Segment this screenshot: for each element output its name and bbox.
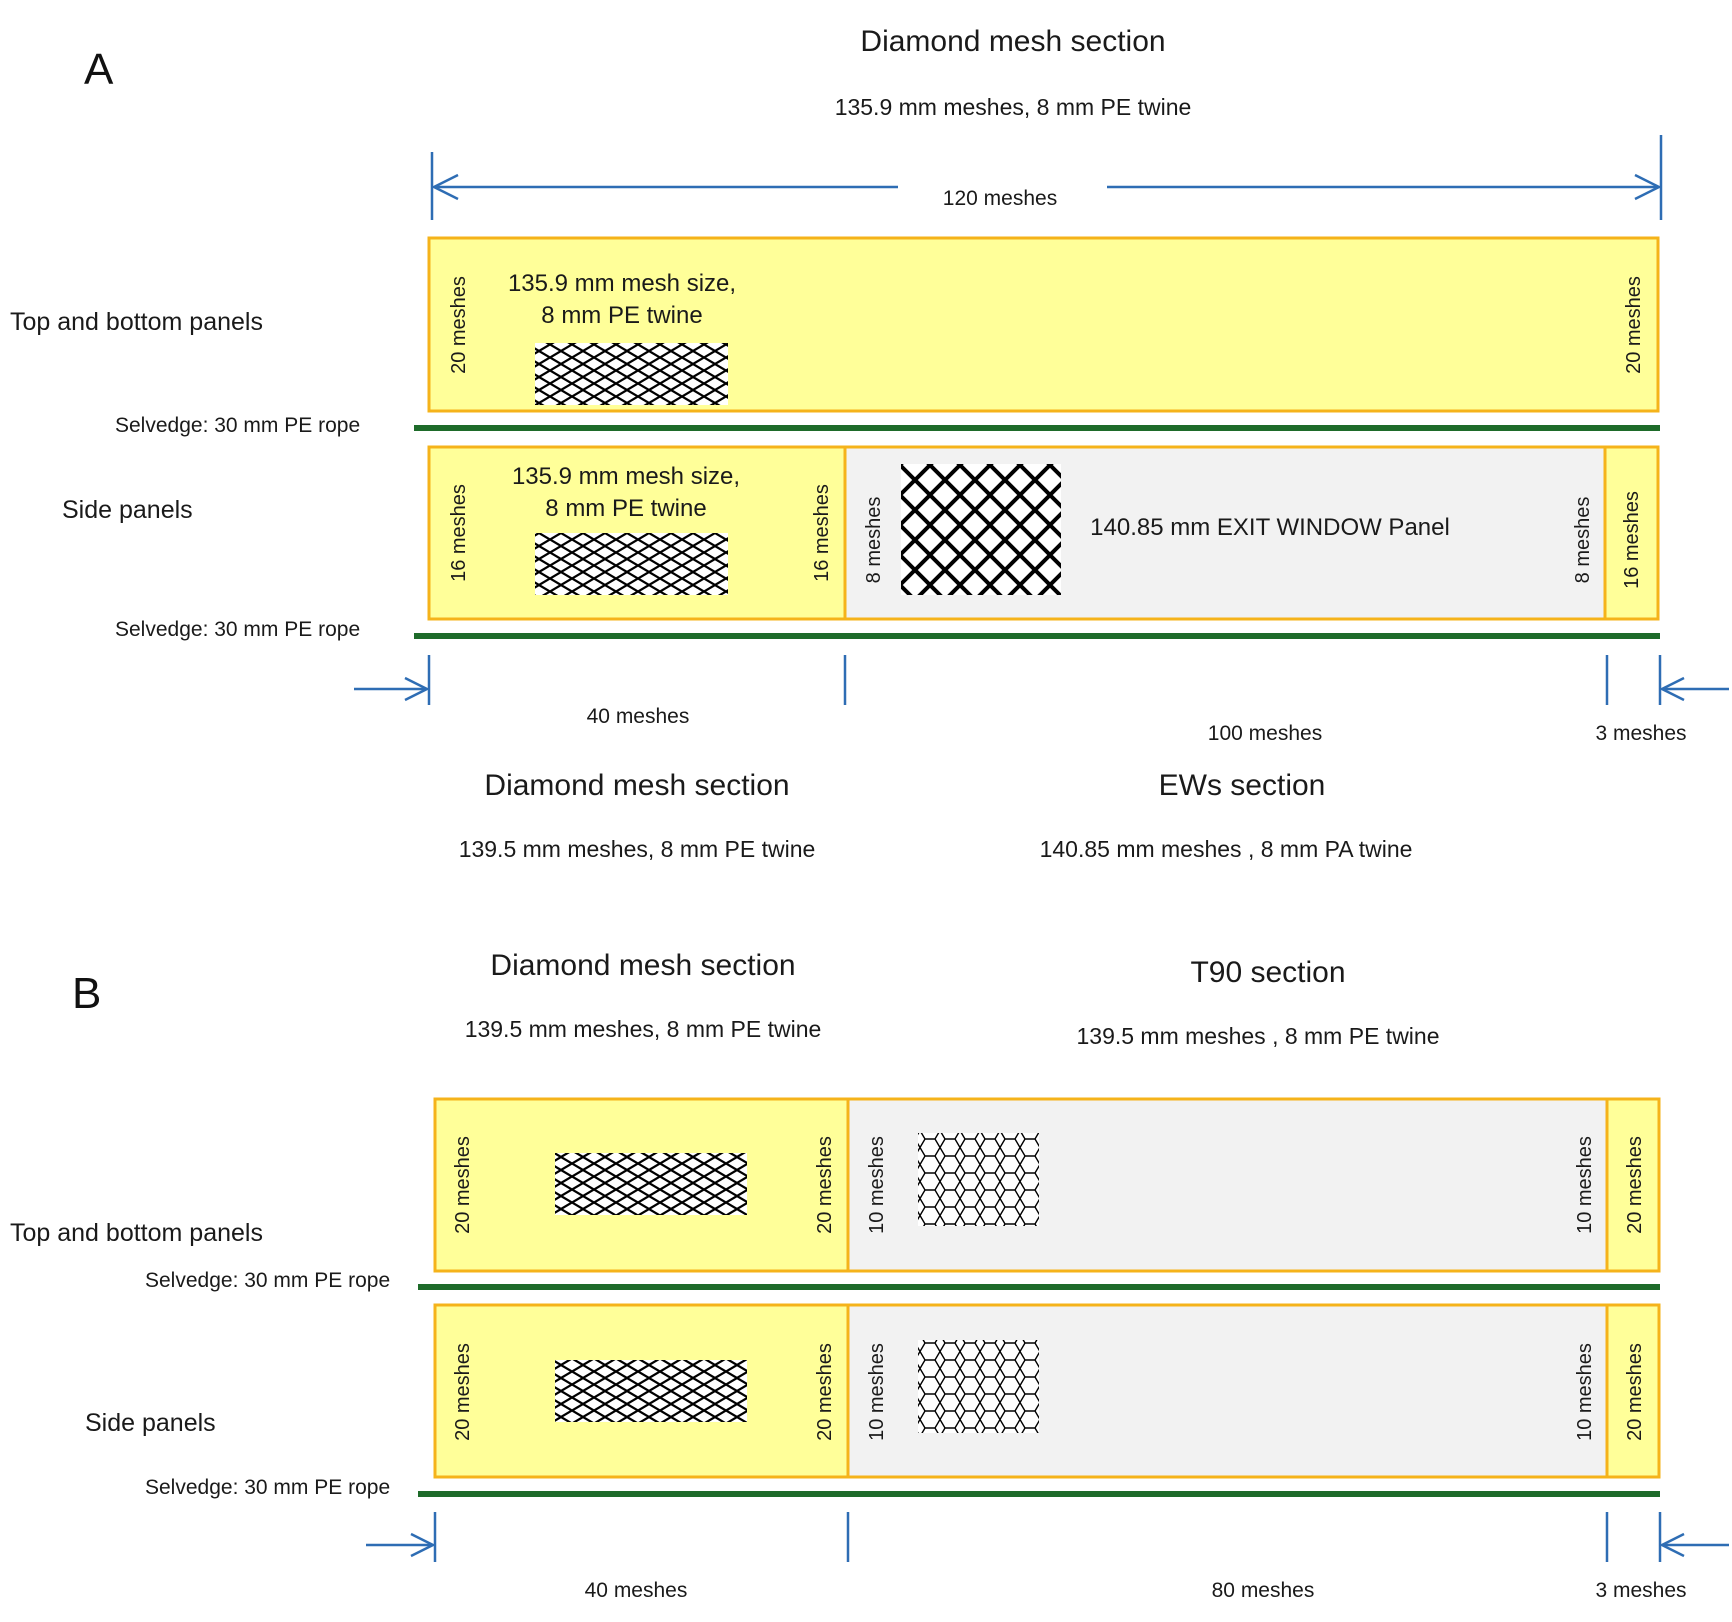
panel-a-dim-right-arrowhead (1659, 676, 1685, 702)
panel-b-side-diamond-section (433, 1303, 850, 1479)
panel-a-top-desc-line1: 135.9 mm mesh size, (508, 270, 736, 297)
panel-a-letter: A (84, 45, 114, 94)
panel-a-selvedge-1: Selvedge: 30 mm PE rope (115, 414, 360, 437)
span-right-arrowhead (1634, 173, 1662, 201)
panel-b-top-diamond-right-meshes: 20 meshes (814, 1136, 836, 1234)
panel-a-ew-right-meshes: 8 meshes (1572, 497, 1594, 584)
panel-b-dim-right-label: 3 meshes (1595, 1579, 1686, 1602)
panel-a-bottom-right-subtitle: 140.85 mm meshes , 8 mm PA twine (1040, 836, 1413, 862)
panel-a-side-far-right-meshes: 16 meshes (1621, 491, 1643, 589)
panel-b-side-end-section (1605, 1303, 1661, 1479)
panel-b-side-t90-left-meshes: 10 meshes (866, 1343, 888, 1441)
panel-b-selvedge-1: Selvedge: 30 mm PE rope (145, 1269, 390, 1292)
panel-b-side-t90-right-meshes: 10 meshes (1574, 1343, 1596, 1441)
panel-a-top-subtitle: 135.9 mm meshes, 8 mm PE twine (835, 94, 1192, 120)
panel-a-ew-left-meshes: 8 meshes (863, 497, 885, 584)
panel-b-top-far-right-meshes: 20 meshes (1624, 1136, 1646, 1234)
panel-b-dim-middle-label: 80 meshes (1212, 1579, 1315, 1602)
panel-b-letter: B (72, 969, 101, 1018)
panel-a-bottom-left-title: Diamond mesh section (484, 769, 789, 802)
panel-a-top-title: Diamond mesh section (860, 25, 1165, 58)
panel-a-dim-left-label: 40 meshes (587, 705, 690, 728)
panel-b-side-panel-label: Side panels (85, 1409, 216, 1437)
panel-a-side-panel-label: Side panels (62, 496, 193, 524)
diamond-mesh-swatch (555, 1153, 747, 1215)
panel-a-side-desc-line2: 8 mm PE twine (545, 495, 706, 522)
panel-b-top-left-meshes: 20 meshes (452, 1136, 474, 1234)
panel-b-dim-left-arrowhead (410, 1532, 436, 1558)
panel-a-top-left-meshes: 20 meshes (448, 276, 470, 374)
panel-b-side-left-meshes: 20 meshes (452, 1343, 474, 1441)
panel-a-side-left-meshes: 16 meshes (448, 484, 470, 582)
panel-a-ew-label: 140.85 mm EXIT WINDOW Panel (1090, 514, 1450, 541)
panel-b-top-end-section (1605, 1097, 1661, 1273)
panel-a-dim-middle-label: 100 meshes (1208, 722, 1322, 745)
panel-a-bottom-left-subtitle: 139.5 mm meshes, 8 mm PE twine (459, 836, 816, 862)
t90-mesh-swatch (918, 1340, 1039, 1433)
panel-b-right-title: T90 section (1190, 956, 1345, 989)
diamond-mesh-swatch (555, 1360, 747, 1422)
diamond-mesh-swatch (535, 343, 728, 405)
panel-b-top-t90-right-meshes: 10 meshes (1574, 1136, 1596, 1234)
panel-b-top-t90-left-meshes: 10 meshes (866, 1136, 888, 1234)
panel-a-selvedge-2: Selvedge: 30 mm PE rope (115, 618, 360, 641)
panel-b-left-subtitle: 139.5 mm meshes, 8 mm PE twine (465, 1016, 822, 1042)
exit-window-mesh-swatch (901, 464, 1061, 595)
panel-a-top-desc-line2: 8 mm PE twine (541, 302, 702, 329)
panel-a-side-diamond-right-meshes: 16 meshes (811, 484, 833, 582)
panel-a-top-panel-label: Top and bottom panels (10, 308, 263, 336)
panel-b-left-title: Diamond mesh section (490, 949, 795, 982)
panel-b-selvedge-2: Selvedge: 30 mm PE rope (145, 1476, 390, 1499)
span-label: 120 meshes (943, 187, 1057, 210)
diamond-mesh-swatch (535, 533, 728, 595)
panel-a-side-desc-line1: 135.9 mm mesh size, (512, 463, 740, 490)
panel-a-dim-right-label: 3 meshes (1595, 722, 1686, 745)
panel-b-side-far-right-meshes: 20 meshes (1624, 1343, 1646, 1441)
panel-a-dim-left-arrowhead (404, 676, 430, 702)
panel-a-top-right-meshes: 20 meshes (1623, 276, 1645, 374)
panel-b-side-diamond-right-meshes: 20 meshes (814, 1343, 836, 1441)
panel-a-side-end-section (1603, 445, 1660, 621)
panel-b-dim-left-label: 40 meshes (585, 1579, 688, 1602)
panel-b-dim-right-arrowhead (1659, 1532, 1685, 1558)
panel-a-bottom-right-title: EWs section (1159, 769, 1326, 802)
panel-b-top-panel-label: Top and bottom panels (10, 1219, 263, 1247)
span-left-arrowhead (431, 173, 459, 201)
t90-mesh-swatch (918, 1133, 1039, 1226)
panel-b-right-subtitle: 139.5 mm meshes , 8 mm PE twine (1076, 1023, 1439, 1049)
